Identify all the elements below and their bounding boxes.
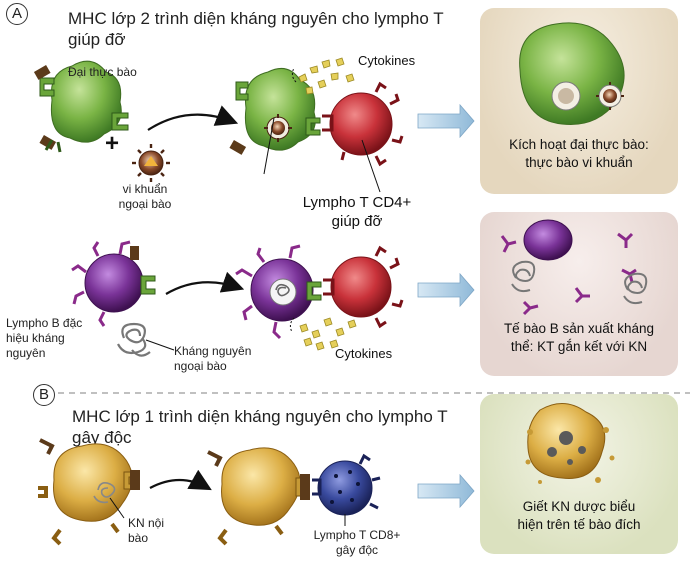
- section-b-title-line2: gây độc: [72, 428, 132, 447]
- section-b-title: MHC lớp 1 trình diện kháng nguyên cho ly…: [72, 406, 448, 448]
- antigen-intracellular-label-line2: bào: [128, 531, 149, 545]
- panel3-caption-line1: Giết KN dược biểu: [522, 499, 636, 514]
- panel2-caption: Tế bào B sản xuất kháng thể: KT gắn kết …: [480, 320, 678, 356]
- panel3-caption-line2: hiện trên tế bào đích: [517, 517, 641, 532]
- arrow-right-icon: [165, 271, 245, 295]
- b-cell-icon: [71, 240, 156, 327]
- cd4-label-line1: Lympho T CD4+: [302, 194, 412, 211]
- arrow-right-icon: [149, 469, 212, 491]
- antigen-coil-icon: [511, 260, 648, 305]
- macrophage-tcell-pair: [229, 67, 404, 193]
- cytokine-icon: [298, 57, 355, 95]
- arrow-right-icon: [147, 105, 239, 131]
- bcell-label-line1: Lympho B đặc: [6, 316, 83, 330]
- cd8-label: Lympho T CD8+ gây độc: [292, 528, 422, 558]
- arrow-right-icon: [417, 272, 475, 308]
- panel2-caption-line2: thể: KT gắn kết với KN: [510, 339, 648, 354]
- bcell-label-line3: nguyên: [6, 346, 46, 360]
- antigen-intracellular-label: KN nội bào: [128, 516, 164, 546]
- bacteria-label-line2: ngoại bào: [118, 197, 172, 211]
- bacteria-label: vi khuẩn ngoại bào: [110, 182, 180, 212]
- cd4-label: Lympho T CD4+ giúp đỡ: [292, 193, 422, 231]
- b-cell-icon: [523, 219, 573, 261]
- panel1-caption: Kích hoạt đại thực bào: thực bào vi khuẩ…: [480, 136, 678, 172]
- bacteria-icon: [132, 144, 170, 182]
- macrophage-cell-icon: [33, 60, 129, 153]
- antigen-extracellular-label-line1: Kháng nguyên: [174, 344, 252, 358]
- cytokines-top-label: Cytokines: [358, 53, 416, 68]
- cd8-label-line2: gây độc: [335, 543, 379, 557]
- macrophage-label: Đại thực bào: [68, 65, 137, 79]
- macrophage-cell-icon: [519, 22, 625, 126]
- target-cd8-pair: [207, 447, 381, 546]
- section-a-badge: A: [6, 3, 28, 25]
- bcell-label-line2: hiệu kháng: [6, 331, 65, 345]
- cd4-label-line2: giúp đỡ: [331, 213, 383, 230]
- panel1-caption-line2: thực bào vi khuẩn: [525, 155, 633, 170]
- cytokine-icon: [299, 317, 357, 351]
- antigen-coil-icon: [117, 322, 151, 357]
- arrow-right-icon: [417, 103, 475, 139]
- section-a-title-line1: MHC lớp 2 trình diện kháng nguyên cho ly…: [68, 9, 444, 28]
- cd8-label-line1: Lympho T CD8+: [313, 528, 401, 542]
- section-b-title-line1: MHC lớp 1 trình diện kháng nguyên cho ly…: [72, 407, 448, 426]
- bcell-tcell-pair: [235, 244, 404, 340]
- panel2-caption-line1: Tế bào B sản xuất kháng: [503, 321, 655, 336]
- target-cell-icon: [38, 438, 140, 546]
- section-a-title: MHC lớp 2 trình diện kháng nguyên cho ly…: [68, 8, 444, 50]
- antibody-icons: [500, 232, 637, 316]
- section-b-badge: B: [33, 384, 55, 406]
- cytokines-bottom-label: Cytokines: [335, 346, 393, 361]
- antigen-extracellular-label: Kháng nguyên ngoại bào: [174, 344, 251, 374]
- panel3-caption: Giết KN dược biểu hiện trên tế bào đích: [480, 498, 678, 534]
- arrow-right-icon: [417, 473, 475, 509]
- bacteria-label-line1: vi khuẩn: [122, 182, 168, 196]
- plus-sign: +: [105, 130, 119, 157]
- antigen-extracellular-label-line2: ngoại bào: [174, 359, 227, 373]
- section-a-title-line2: giúp đỡ: [68, 30, 126, 49]
- bcell-label: Lympho B đặc hiệu kháng nguyên: [6, 316, 82, 361]
- antigen-intracellular-label-line1: KN nội: [128, 516, 165, 530]
- panel1-caption-line1: Kích hoạt đại thực bào:: [509, 137, 649, 152]
- destroyed-target-cell-icon: [525, 403, 615, 484]
